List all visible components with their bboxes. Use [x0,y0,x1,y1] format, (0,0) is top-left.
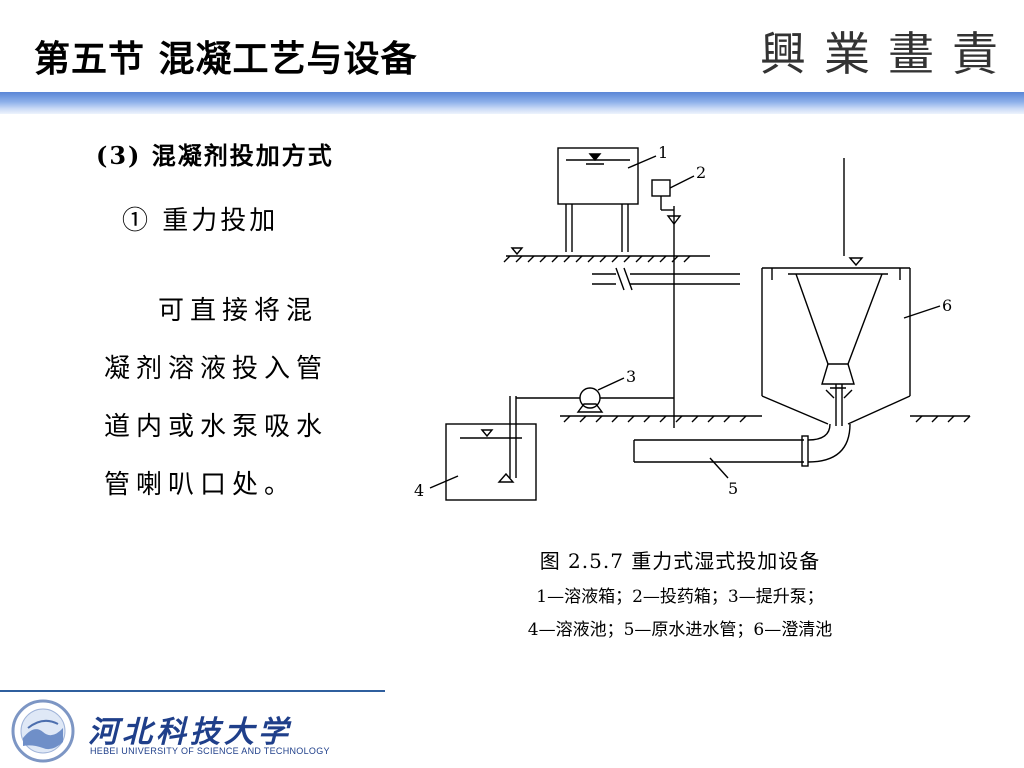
label-5: 5 [728,479,738,498]
university-name-cn: 河北科技大学 [88,715,292,750]
caption-title: 图 2.5.7 重力式湿式投加设备 [539,549,821,573]
body-line: 管喇叭口处。 [104,470,297,500]
header-divider-bar [0,92,1024,114]
label-3: 3 [626,367,636,386]
section-heading: (3) 混凝剂投加方式 [96,141,334,170]
university-name-en: HEBEI UNIVERSITY OF SCIENCE AND TECHNOLO… [90,746,330,756]
motto-char-4: 責 [952,27,998,81]
motto-calligraphy: 興 業 畫 責 [760,27,998,81]
motto-char-1: 興 [760,27,806,81]
sub-heading: ① 重力投加 [122,206,279,236]
university-emblem-icon [11,699,75,763]
solution-pool [445,423,537,501]
figure-caption: 图 2.5.7 重力式湿式投加设备 1—溶液箱；2—投药箱；3—提升泵； 4—溶… [480,545,880,640]
label-1: 1 [658,143,668,162]
solution-tank [557,147,639,205]
dosing-box [651,179,671,197]
caption-legend-line-1: 1—溶液箱；2—投药箱；3—提升泵； [536,587,824,607]
body-paragraph: 可直接将混 凝剂溶液投入管 道内或水泵吸水 管喇叭口处。 [104,282,369,514]
motto-char-2: 業 [824,27,870,81]
caption-legend-line-2: 4—溶液池；5—原水进水管；6—澄清池 [527,620,833,640]
label-6: 6 [942,296,952,315]
label-4: 4 [414,481,424,500]
body-line: 凝剂溶液投入管 [104,354,329,384]
body-line: 可直接将混 [158,296,319,326]
gravity-dosing-diagram: 1 2 6 3 4 5 [414,143,971,501]
motto-char-3: 畫 [888,27,934,81]
label-2: 2 [696,163,706,182]
body-line: 道内或水泵吸水 [104,412,329,442]
footer-divider [0,690,385,692]
page-title: 第五节 混凝工艺与设备 [34,39,418,80]
